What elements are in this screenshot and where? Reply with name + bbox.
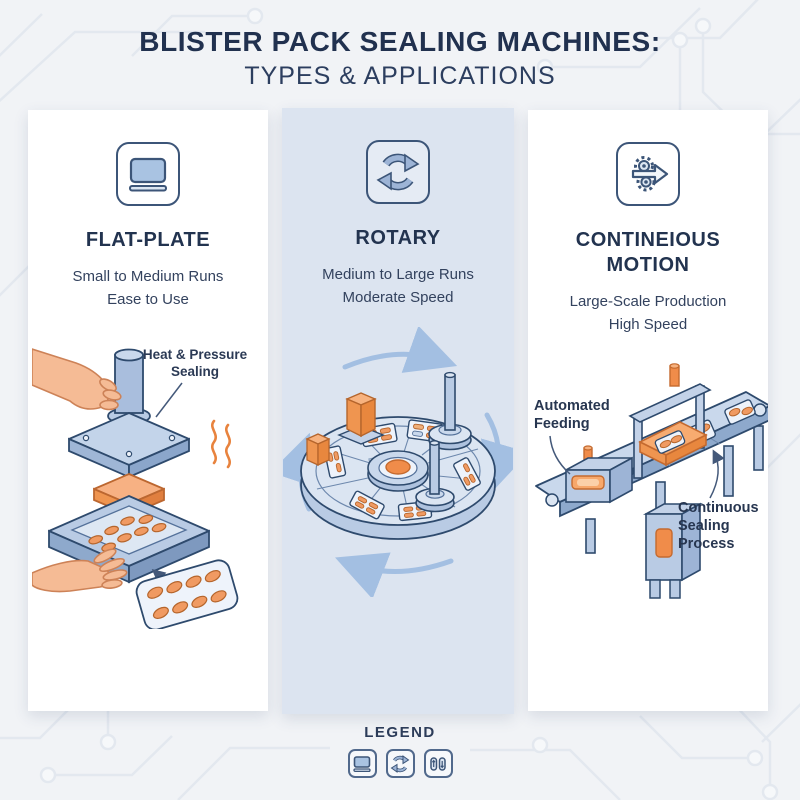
feeder-box-2 bbox=[305, 433, 331, 467]
callout-continuous-sealing-line1: Continuous bbox=[678, 500, 759, 516]
callout-heat-pressure-line1: Heat & Pressure bbox=[143, 347, 248, 362]
gears-arrow-icon bbox=[616, 142, 680, 206]
rotary-cycle-icon bbox=[366, 140, 430, 204]
operator-hand-bottom bbox=[32, 548, 128, 593]
callout-automated-feeding-line1: Automated bbox=[534, 398, 610, 414]
page-title: BLISTER PACK SEALING MACHINES: bbox=[139, 26, 661, 57]
card-flat-plate: FLAT-PLATE Small to Medium Runs Ease to … bbox=[28, 110, 268, 711]
card-desc-continuous: Large-Scale Production High Speed bbox=[569, 293, 727, 333]
card-title-flat-plate: FLAT-PLATE bbox=[85, 229, 211, 251]
card-desc-flat-plate: Small to Medium Runs Ease to Use bbox=[72, 268, 224, 308]
legend-continuous-motion-icon bbox=[423, 749, 453, 778]
legend-flat-plate-icon bbox=[347, 749, 377, 778]
continuous-machine-illustration: Automated Feeding Continuous Sealing Pro… bbox=[534, 363, 768, 599]
blister-pack bbox=[135, 559, 239, 629]
flat-plate-icon bbox=[116, 142, 180, 206]
feeder-box-1 bbox=[337, 392, 385, 445]
sealing-station-1 bbox=[428, 371, 472, 451]
sealing-gantry bbox=[628, 363, 712, 479]
callout-continuous-sealing-line2: Sealing bbox=[678, 518, 730, 534]
callout-automated-feeding-line2: Feeding bbox=[534, 416, 590, 432]
card-rotary: ROTARY Medium to Large Runs Moderate Spe… bbox=[282, 108, 514, 714]
operator-hand-top bbox=[32, 348, 122, 411]
rotary-machine-illustration bbox=[283, 327, 513, 597]
legend-rotary-icon bbox=[385, 749, 415, 778]
sealing-station-2 bbox=[415, 440, 455, 513]
flat-plate-machine-illustration: Heat & Pressure Sealing bbox=[32, 347, 248, 629]
support-column bbox=[642, 502, 704, 599]
card-continuous-motion: CONTINEIOUS MOTION Large-Scale Productio… bbox=[528, 110, 768, 711]
page-subtitle: TYPES & APPLICATIONS bbox=[244, 62, 556, 90]
card-title-rotary: ROTARY bbox=[355, 227, 441, 249]
card-title-continuous: CONTINEIOUS MOTION bbox=[575, 229, 721, 276]
card-desc-rotary: Medium to Large Runs Moderate Speed bbox=[322, 266, 474, 306]
feeder-station bbox=[565, 445, 633, 504]
callout-heat-pressure-line2: Sealing bbox=[171, 364, 219, 379]
legend: LEGEND bbox=[0, 724, 800, 778]
infographic-header: BLISTER PACK SEALING MACHINES: TYPES & A… bbox=[0, 26, 800, 91]
callout-continuous-sealing-line3: Process bbox=[678, 536, 734, 552]
legend-title: LEGEND bbox=[364, 724, 436, 741]
